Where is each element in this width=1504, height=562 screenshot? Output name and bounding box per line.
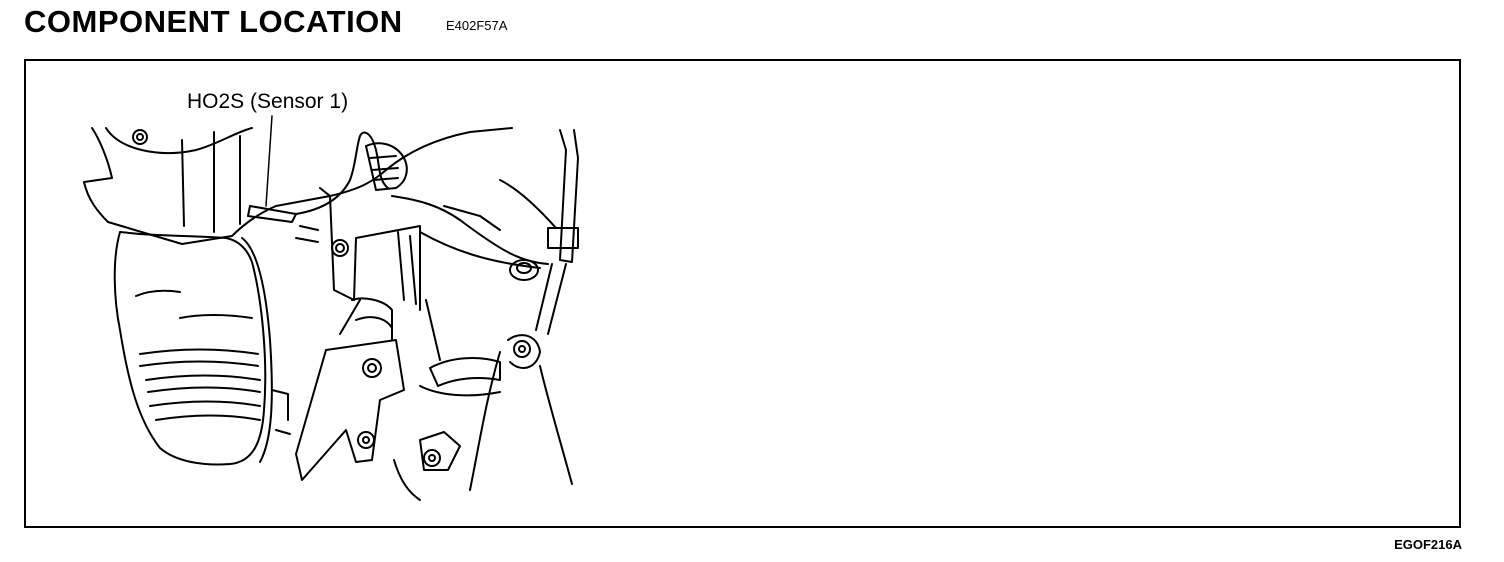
block-bolt-icon [331, 239, 349, 257]
figure-id: EGOF216A [1394, 537, 1462, 552]
bracket-bolt-icon [362, 358, 382, 378]
document-code: E402F57A [446, 18, 508, 33]
page-title: COMPONENT LOCATION [24, 4, 403, 39]
ho2s-sensor [247, 205, 297, 223]
ho2s-wire [295, 131, 389, 215]
exhaust-manifold [83, 127, 513, 245]
mount-bracket [295, 339, 405, 481]
ho2s-leader-line [265, 115, 273, 207]
figure-frame [24, 59, 1461, 528]
ho2s-callout-label: HO2S (Sensor 1) [187, 90, 349, 113]
mount-bolt-icon [513, 340, 531, 358]
manifold-bolt-icon [132, 129, 148, 145]
catalytic-converter [113, 231, 267, 466]
